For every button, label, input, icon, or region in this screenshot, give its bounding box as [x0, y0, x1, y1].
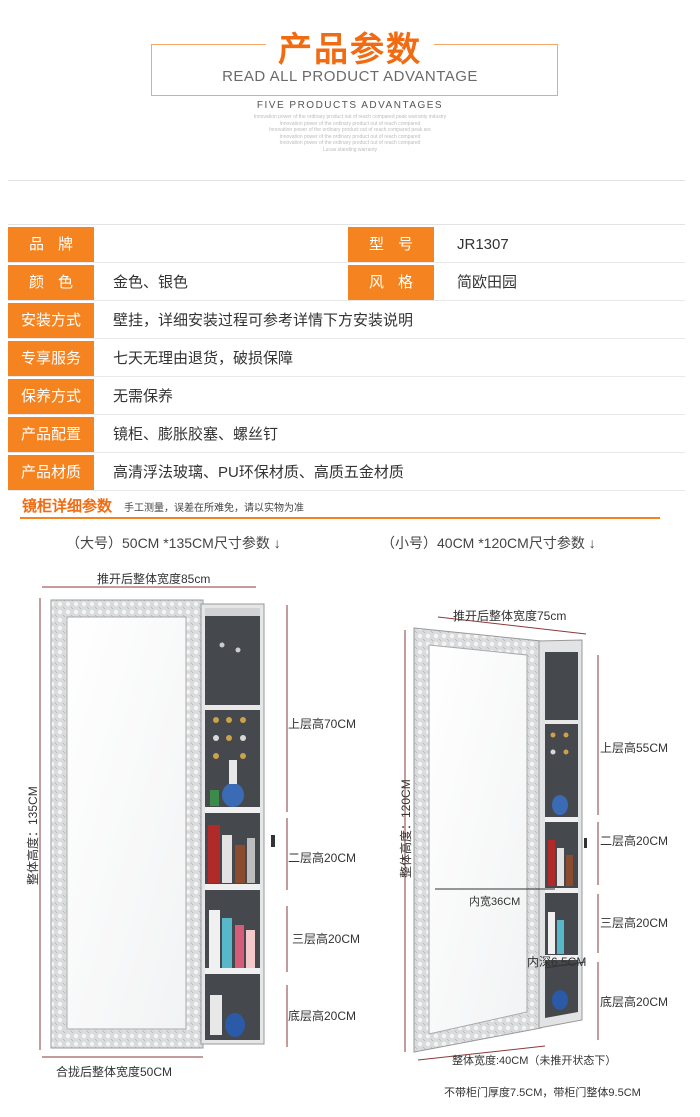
small-second: 二层高20CM	[600, 834, 669, 848]
color-value: 金色、银色	[113, 274, 189, 291]
faint-line: Innovation power of the ordinary product…	[279, 140, 421, 146]
faint-line: Innovation power of the ordinary product…	[269, 127, 431, 133]
table-row: 专享服务 七天无理由退货，破损保障	[8, 341, 685, 377]
small-inner-depth-line	[544, 961, 586, 969]
model-value: JR1307	[457, 236, 509, 253]
large-earrings	[213, 642, 246, 759]
small-open-width-line	[437, 616, 587, 635]
table-row: 保养方式 无需保养	[8, 379, 685, 415]
style-value: 简欧田园	[457, 274, 518, 291]
care-value: 无需保养	[113, 388, 174, 405]
large-bottom: 底层高20CM	[288, 1009, 357, 1023]
table-row: 产品配置 镜柜、膨胀胶塞、螺丝钉	[8, 417, 685, 453]
small-cabinet	[404, 616, 599, 1061]
section-note: 手工测量，误差在所难免，请以实物为准	[124, 503, 304, 514]
install-label: 安装方式	[8, 303, 94, 338]
style-label: 风格	[348, 265, 434, 300]
config-label: 产品配置	[8, 417, 94, 452]
large-shelf	[205, 884, 260, 890]
large-mirror-glass	[66, 616, 187, 1030]
care-label: 保养方式	[8, 379, 94, 414]
faint-text: Innovation power of the ordinary product…	[0, 114, 700, 153]
faint-line: Lucas standing warranty	[322, 146, 378, 153]
install-value: 壁挂，详细安装过程可参考详情下方安装说明	[113, 312, 414, 329]
small-inner-depth: 内深6.5CM	[527, 955, 587, 969]
param-table: 品牌 型号 JR1307 颜色 金色、银色 风格 简欧田园 安装方式 壁挂，详细…	[8, 180, 685, 491]
faint-line: Innovation power of the ordinary product…	[253, 114, 447, 120]
large-upper: 上层高70CM	[288, 717, 357, 731]
large-second: 二层高20CM	[288, 851, 357, 865]
color-label: 颜色	[8, 265, 94, 300]
small-upper: 上层高55CM	[600, 741, 669, 755]
table-row: 品牌 型号 JR1307	[8, 227, 685, 263]
thickness-footnote: 不带柜门厚度7.5CM，带柜门整体9.5CM	[444, 1087, 641, 1099]
large-third: 三层高20CM	[292, 932, 361, 946]
header: 产品参数 READ ALL PRODUCT ADVANTAGE FIVE PRO…	[0, 0, 700, 160]
table-row: 颜色 金色、银色 风格 简欧田园	[8, 265, 685, 301]
small-inner-width: 内宽36CM	[469, 896, 521, 908]
small-size-title: （小号）40CM *120CM尺寸参数 ↓	[381, 535, 596, 551]
faint-line: Innovation power of the ordinary product…	[279, 120, 421, 127]
table-row: 安装方式 壁挂，详细安装过程可参考详情下方安装说明	[8, 303, 685, 339]
large-top-rail	[205, 608, 260, 616]
page-tagline: FIVE PRODUCTS ADVANTAGES	[256, 100, 444, 111]
large-shelf	[205, 968, 260, 974]
large-closed-width: 合拢后整体宽度50CM	[56, 1065, 173, 1079]
material-label: 产品材质	[8, 455, 94, 490]
small-shelf	[545, 888, 578, 893]
large-bottles	[208, 760, 255, 1037]
table-row: 产品材质 高清浮法玻璃、PU环保材质、高质五金材质	[8, 455, 685, 491]
page-subtitle: READ ALL PRODUCT ADVANTAGE	[222, 68, 478, 85]
page-title: 产品参数	[0, 22, 700, 71]
large-shelf	[205, 807, 260, 813]
large-lock-icon	[271, 835, 275, 847]
section-header: 镜柜详细参数 手工测量，误差在所难免，请以实物为准	[20, 495, 660, 519]
service-value: 七天无理由退货，破损保障	[113, 350, 294, 367]
header-frame	[151, 44, 558, 96]
brand-label: 品牌	[8, 227, 94, 262]
service-label: 专享服务	[8, 341, 94, 376]
small-height: 整体高度：120CM	[399, 779, 413, 878]
config-value: 镜柜、膨胀胶塞、螺丝钉	[113, 426, 279, 443]
small-mirror-glass	[428, 644, 528, 1035]
model-label: 型号	[348, 227, 434, 262]
small-width: 整体宽度:40CM（未推开状态下）	[452, 1055, 617, 1067]
small-width-line	[417, 1045, 546, 1061]
material-value: 高清浮法玻璃、PU环保材质、高质五金材质	[113, 464, 404, 481]
small-shelf	[545, 720, 578, 724]
section-title: 镜柜详细参数	[22, 498, 113, 515]
small-lock-icon	[584, 838, 587, 848]
large-height: 整体高度：135CM	[26, 786, 40, 885]
small-open-width: 推开后整体宽度75cm	[453, 609, 567, 623]
large-cabinet	[39, 586, 288, 1058]
small-shelf	[545, 955, 578, 960]
large-open-width: 推开后整体宽度85cm	[97, 572, 211, 586]
large-shelf	[205, 705, 260, 710]
header-frame-line-right	[426, 44, 557, 45]
large-size-title: （大号）50CM *135CM尺寸参数 ↓	[66, 535, 281, 551]
small-third: 三层高20CM	[600, 916, 669, 930]
header-frame-line-left	[151, 44, 281, 45]
table-top-blank	[8, 180, 685, 225]
small-bottles	[548, 732, 573, 1010]
small-shelf	[545, 817, 578, 822]
faint-line: Innovation power of the ordinary product…	[279, 133, 421, 140]
small-bottom: 底层高20CM	[600, 995, 669, 1009]
